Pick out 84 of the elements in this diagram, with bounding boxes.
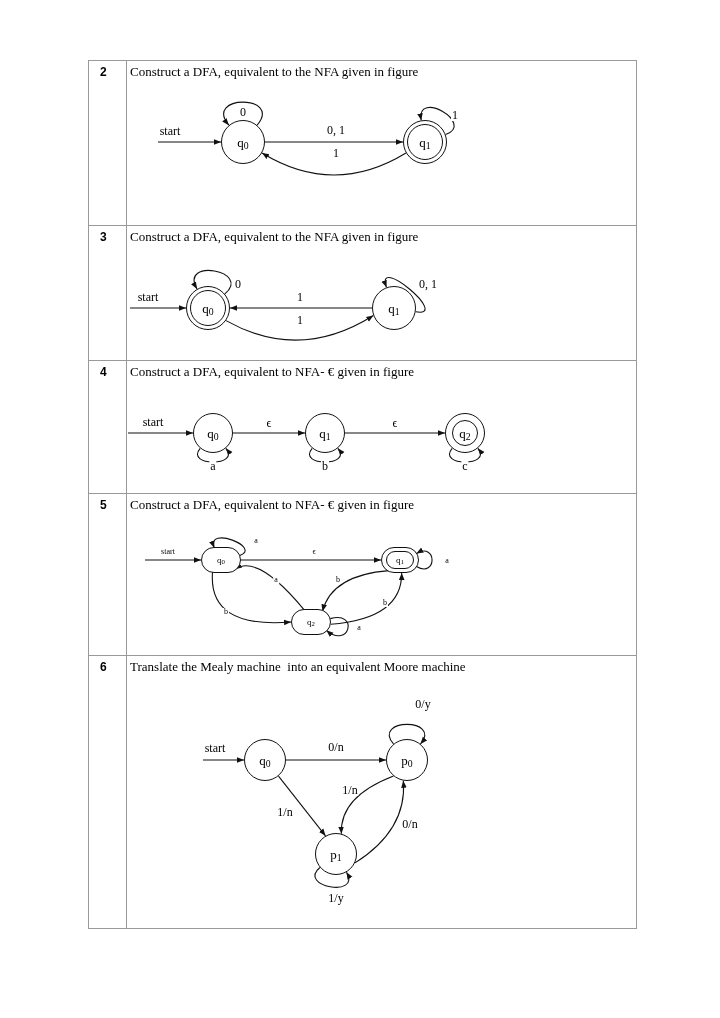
transition-arrow <box>232 430 306 436</box>
edge-label: 0/y <box>414 698 432 710</box>
transition-arrow <box>157 139 222 145</box>
edge-label: 0 <box>234 278 242 290</box>
state-name: q$_{1}$ <box>319 426 331 440</box>
transition-arrow <box>211 571 292 626</box>
transition-arrow <box>449 447 484 463</box>
edge-label: b <box>382 599 388 607</box>
transition-arrow <box>285 757 387 763</box>
transition-arrow <box>191 269 232 295</box>
state-name: q$_{1}$ <box>419 135 431 149</box>
question-text: Construct a DFA, equivalent to NFA- € given in figure <box>130 497 415 513</box>
question-number: 3 <box>100 229 107 245</box>
question-number: 6 <box>100 659 107 675</box>
transition-arrow <box>225 314 374 341</box>
state-name: q$_{0}$ <box>259 753 271 767</box>
edge-label: 1 <box>332 147 340 159</box>
question-text: Construct a DFA, equivalent to NFA- € given in figure <box>130 364 415 380</box>
transition-arrow <box>261 152 407 176</box>
edge-label: start <box>203 742 227 754</box>
state-name: q$_{0}$ <box>237 135 249 149</box>
transition-arrow <box>264 139 404 145</box>
question-text: Construct a DFA, equivalent to the NFA given in figure <box>130 229 419 245</box>
state-name: q$_{0}$ <box>202 301 214 315</box>
transition-arrow <box>325 617 349 637</box>
edge-label: a <box>356 624 362 632</box>
transition-arrow <box>202 757 245 763</box>
edge-label: start <box>141 416 165 428</box>
question-text: Construct a DFA, equivalent to the NFA given in figure <box>130 64 419 80</box>
transition-arrow <box>415 548 433 570</box>
state-name: q$_{0}$ <box>207 426 219 440</box>
edge-label: 0, 1 <box>418 278 438 290</box>
transition-arrow <box>197 447 232 463</box>
question-number: 2 <box>100 64 107 80</box>
edge-label: 1/y <box>327 892 345 904</box>
transition-arrow <box>344 430 446 436</box>
edge-label: a <box>209 460 217 472</box>
transition-arrow <box>240 557 382 563</box>
state-name: q$_{1}$ <box>396 555 404 565</box>
edge-label: start <box>158 125 182 137</box>
question-number: 4 <box>100 364 107 380</box>
transition-arrow <box>222 101 263 126</box>
transition-arrow <box>382 277 426 313</box>
transition-arrow <box>309 447 344 463</box>
transition-arrow <box>388 723 427 745</box>
edge-label: a <box>444 557 450 565</box>
accepting-state-ring <box>445 413 485 453</box>
transition-arrow <box>338 775 395 835</box>
accepting-state-ring <box>381 547 419 573</box>
edge-label: start <box>136 291 160 303</box>
edge-label: ϵ <box>311 548 317 556</box>
question-text: Translate the Mealy machine into an equivalent Moore machine <box>130 659 466 675</box>
question-number: 5 <box>100 497 107 513</box>
state-name: q$_{1}$ <box>388 301 400 315</box>
transition-arrow <box>418 107 455 136</box>
state-name: q$_{0}$ <box>217 555 225 565</box>
transition-arrow <box>144 557 202 563</box>
edge-label: 1 <box>296 291 304 303</box>
transition-arrow <box>330 572 405 625</box>
edge-label: 0, 1 <box>326 124 346 136</box>
edge-label: 1 <box>296 314 304 326</box>
edge-label: b <box>223 608 229 616</box>
edge-label: a <box>273 576 279 584</box>
edge-label: 1/n <box>341 784 359 796</box>
edge-label: c <box>461 460 469 472</box>
edge-label: a <box>253 537 259 545</box>
transition-arrow <box>229 305 373 311</box>
edge-label: b <box>335 576 341 584</box>
edge-label: start <box>160 548 176 556</box>
edge-label: 0/n <box>401 818 419 830</box>
state-name: q$_{2}$ <box>459 426 471 440</box>
edge-label: 1/n <box>276 806 294 818</box>
transition-arrow <box>127 430 194 436</box>
transition-arrow <box>277 775 327 837</box>
transition-arrow <box>314 866 352 888</box>
edge-label: 1 <box>451 109 459 121</box>
state-name: p$_{1}$ <box>330 847 342 861</box>
state-name: q$_{2}$ <box>307 617 315 627</box>
edge-label: 0/n <box>327 741 345 753</box>
state-name: p$_{0}$ <box>401 753 413 767</box>
edge-label: b <box>321 460 329 472</box>
transition-arrow <box>210 537 246 557</box>
edge-label: 0 <box>239 106 247 118</box>
transition-arrow <box>129 305 187 311</box>
